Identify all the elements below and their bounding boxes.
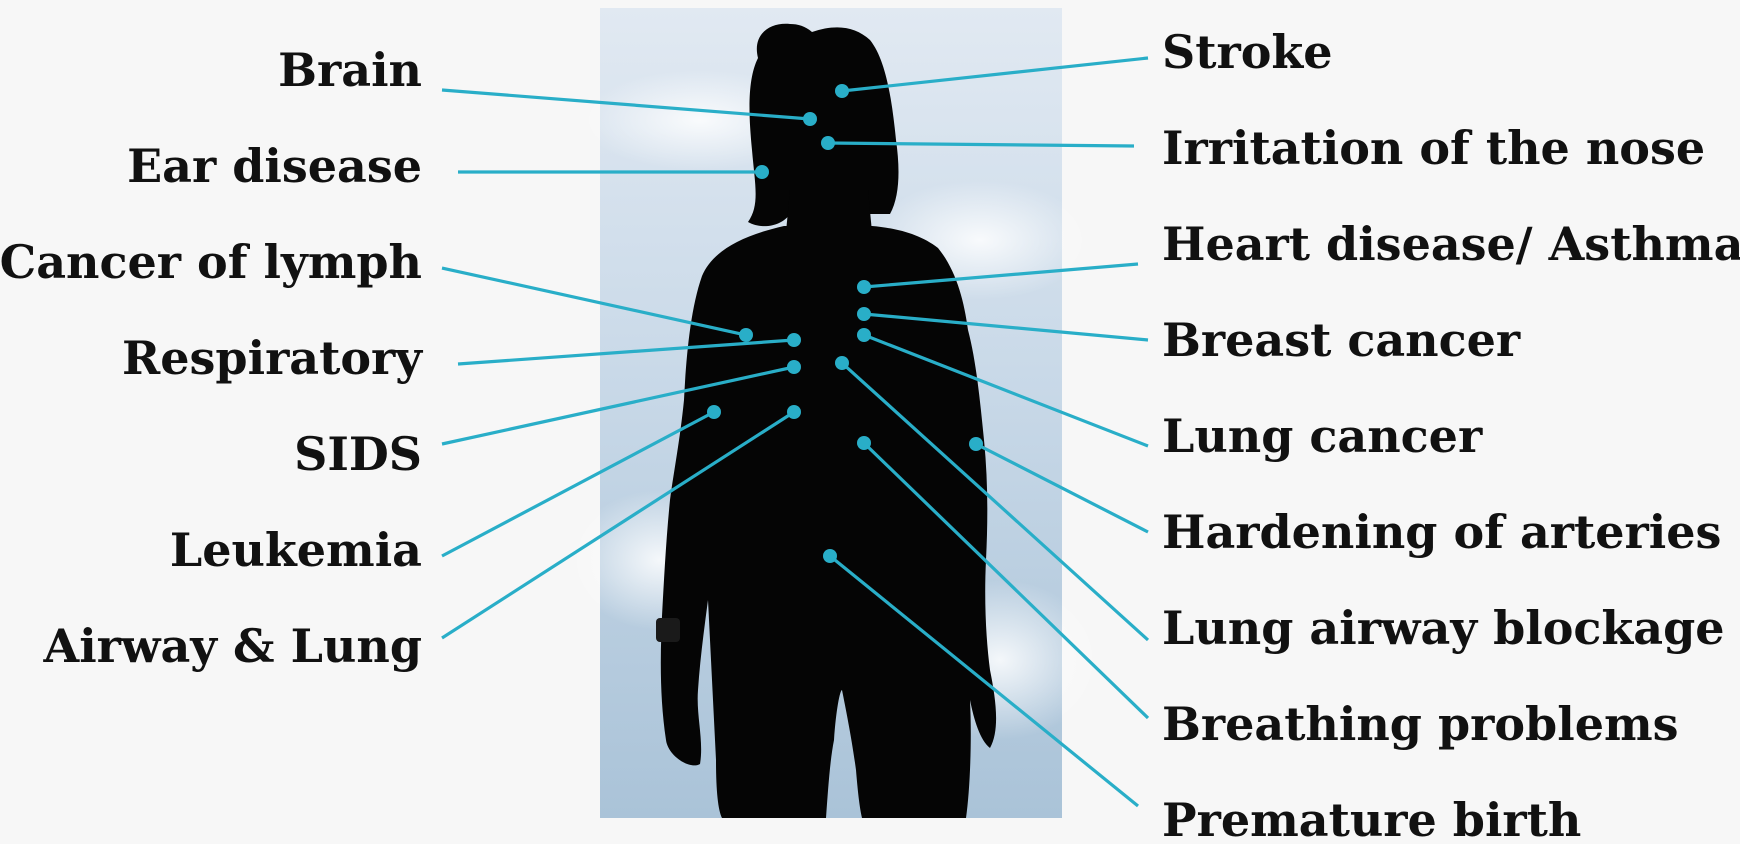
- leader-dot-lung-cancer: [857, 328, 871, 342]
- leader-dot-airway-lung: [787, 405, 801, 419]
- neck-silhouette: [786, 190, 872, 232]
- label-premature-birth: Premature birth: [1162, 793, 1581, 844]
- leader-dot-ear-disease: [755, 165, 769, 179]
- leader-dot-respiratory: [787, 333, 801, 347]
- label-respiratory: Respiratory: [122, 331, 423, 385]
- leader-dot-leukemia: [707, 405, 721, 419]
- leader-dot-premature-birth: [823, 549, 837, 563]
- label-cancer-of-lymph: Cancer of lymph: [0, 235, 422, 289]
- leader-dot-hardening-of-arteries: [969, 437, 983, 451]
- leader-dot-sids: [787, 360, 801, 374]
- leader-dot-stroke: [835, 84, 849, 98]
- label-ear-disease: Ear disease: [127, 139, 422, 193]
- label-airway-lung: Airway & Lung: [43, 619, 423, 673]
- left-labels: Brain Ear disease Cancer of lymph Respir…: [0, 43, 423, 673]
- leader-dot-cancer-of-lymph: [739, 328, 753, 342]
- label-hardening-of-arteries: Hardening of arteries: [1162, 505, 1721, 559]
- right-labels: Stroke Irritation of the nose Heart dise…: [1162, 25, 1740, 844]
- label-lung-cancer: Lung cancer: [1162, 409, 1483, 463]
- label-sids: SIDS: [294, 427, 422, 481]
- label-breathing-problems: Breathing problems: [1162, 697, 1679, 751]
- label-brain: Brain: [278, 43, 422, 97]
- label-stroke: Stroke: [1162, 25, 1333, 79]
- leader-dot-breathing-problems: [857, 436, 871, 450]
- leader-dot-lung-airway-blockage: [835, 356, 849, 370]
- leader-dot-breast-cancer: [857, 307, 871, 321]
- label-breast-cancer: Breast cancer: [1162, 313, 1521, 367]
- leader-dot-heart-disease-asthma: [857, 280, 871, 294]
- label-irritation-of-the-nose: Irritation of the nose: [1162, 121, 1705, 175]
- label-heart-disease-asthma: Heart disease/ Asthma: [1162, 217, 1740, 271]
- label-lung-airway-blockage: Lung airway blockage: [1162, 601, 1725, 655]
- leader-dot-brain: [803, 112, 817, 126]
- leader-dot-irritation-of-the-nose: [821, 136, 835, 150]
- label-leukemia: Leukemia: [170, 523, 422, 577]
- watch: [656, 618, 680, 642]
